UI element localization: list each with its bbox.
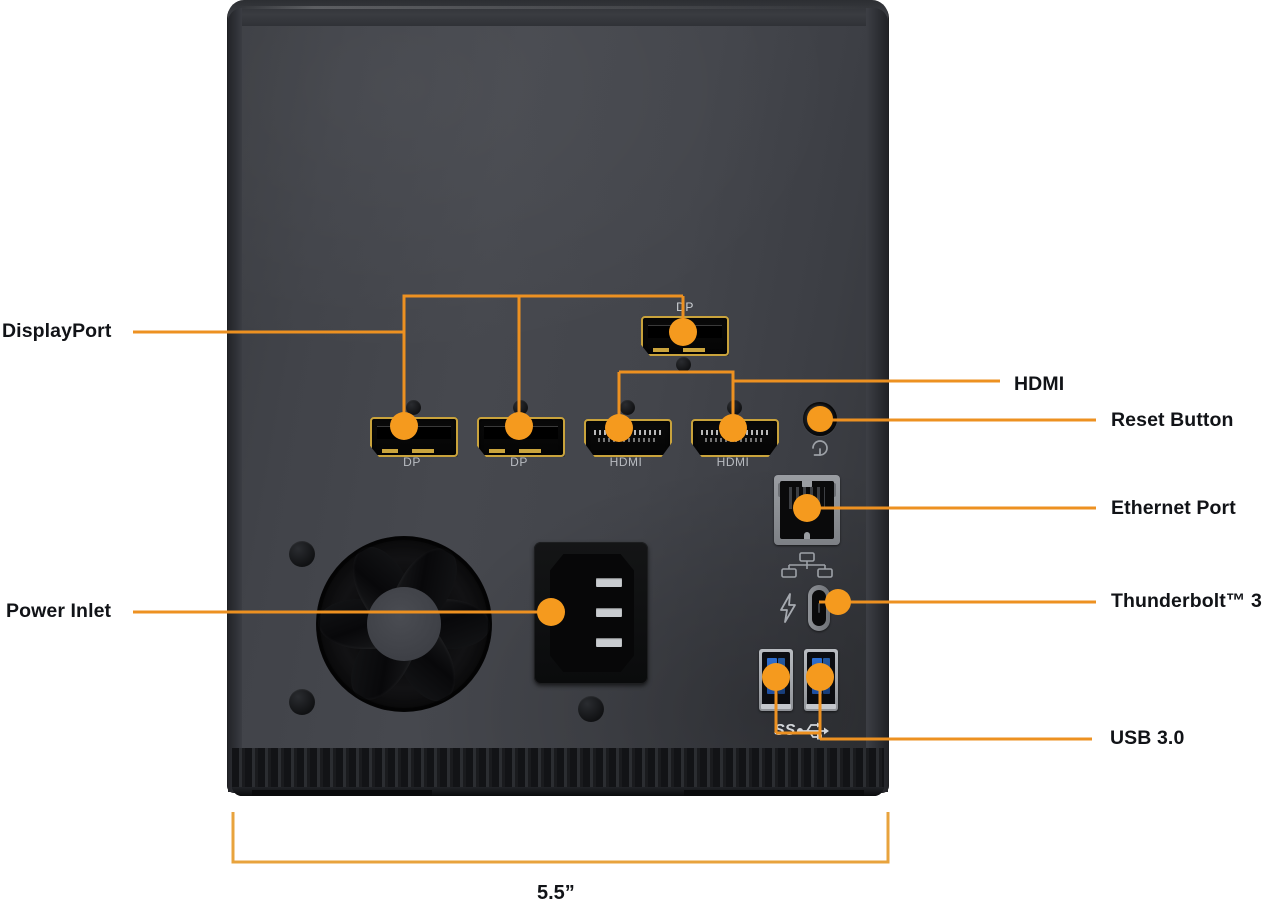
bottom-vent	[232, 748, 884, 796]
chassis-screw-hole	[578, 696, 604, 722]
usb-contact-block	[812, 658, 822, 694]
displayport-port-top	[641, 316, 729, 356]
ethernet-notch	[802, 481, 812, 489]
power-inlet-pin	[596, 608, 622, 617]
usb-port-2	[804, 649, 838, 711]
vent-lip	[232, 787, 884, 796]
exhaust-fan	[316, 536, 492, 712]
callout-label-reset-button: Reset Button	[1111, 409, 1234, 431]
svg-text:SS: SS	[774, 722, 796, 739]
callout-label-usb: USB 3.0	[1110, 727, 1185, 749]
port-tab	[519, 449, 541, 453]
device-right-edge	[866, 8, 888, 792]
device-top-highlight	[238, 6, 878, 9]
ethernet-pins	[789, 487, 825, 509]
device-left-edge	[228, 8, 242, 792]
reset-button[interactable]	[803, 402, 837, 436]
reset-arrow-icon	[808, 437, 832, 457]
displayport-port-1	[370, 417, 458, 457]
callout-label-hdmi: HDMI	[1014, 373, 1065, 395]
thunderbolt-lightning-icon	[777, 592, 799, 624]
hdmi-port-2	[691, 419, 779, 457]
usb-lip	[806, 704, 836, 709]
power-inlet-pin	[596, 638, 622, 647]
device-foot-right	[684, 790, 864, 796]
chassis-screw-hole	[513, 400, 528, 415]
hdmi-port-1	[584, 419, 672, 457]
device-top-edge	[228, 0, 888, 26]
port-tab	[653, 348, 669, 352]
callout-label-thunderbolt: Thunderbolt™ 3	[1111, 590, 1262, 612]
chassis-screw-hole	[289, 689, 315, 715]
usb-contact-block	[823, 658, 830, 694]
vent-fins	[232, 748, 884, 790]
callout-label-displayport: DisplayPort	[2, 320, 112, 342]
chassis-screw-hole	[620, 400, 635, 415]
usb-superspeed-icon: SS	[774, 718, 830, 740]
port-caption-dp-1: DP	[403, 455, 421, 469]
usb-cavity	[807, 652, 835, 708]
port-caption-dp-top: DP	[676, 300, 694, 314]
port-lip	[377, 426, 451, 439]
thunderbolt-cavity	[812, 590, 826, 626]
chassis-screw-hole	[289, 541, 315, 567]
fan-ring	[316, 536, 492, 712]
port-pins	[594, 430, 662, 435]
port-pins	[598, 438, 658, 442]
port-caption-dp-2: DP	[510, 455, 528, 469]
thunderbolt-blade	[818, 603, 820, 613]
ethernet-cavity	[780, 481, 834, 539]
port-tab	[382, 449, 398, 453]
port-lip	[648, 325, 722, 338]
port-tab	[412, 449, 434, 453]
port-caption-hdmi-1: HDMI	[609, 455, 643, 469]
ethernet-port	[774, 475, 840, 545]
callout-label-power-inlet: Power Inlet	[6, 600, 112, 622]
chassis-screw-hole	[406, 400, 421, 415]
thunderbolt-port	[808, 585, 830, 631]
port-pins	[701, 430, 769, 435]
device-foot-left	[252, 790, 432, 796]
port-tab	[683, 348, 705, 352]
fan-hub	[367, 587, 441, 661]
power-inlet	[534, 542, 648, 684]
chassis-screw-hole	[676, 357, 691, 372]
dimension-width-label: 5.5”	[537, 882, 575, 904]
port-lip	[484, 426, 558, 439]
port-pins	[705, 438, 765, 442]
callout-label-ethernet-port: Ethernet Port	[1111, 497, 1236, 519]
ethernet-notch	[804, 532, 810, 539]
usb-lip	[761, 704, 791, 709]
port-tab	[489, 449, 505, 453]
displayport-port-2	[477, 417, 565, 457]
usb-cavity	[762, 652, 790, 708]
usb-contact-block	[767, 658, 777, 694]
port-caption-hdmi-2: HDMI	[716, 455, 750, 469]
usb-port-1	[759, 649, 793, 711]
chassis-screw-hole	[727, 400, 742, 415]
usb-contact-block	[778, 658, 785, 694]
power-inlet-pin	[596, 578, 622, 587]
ethernet-network-icon	[780, 552, 834, 578]
